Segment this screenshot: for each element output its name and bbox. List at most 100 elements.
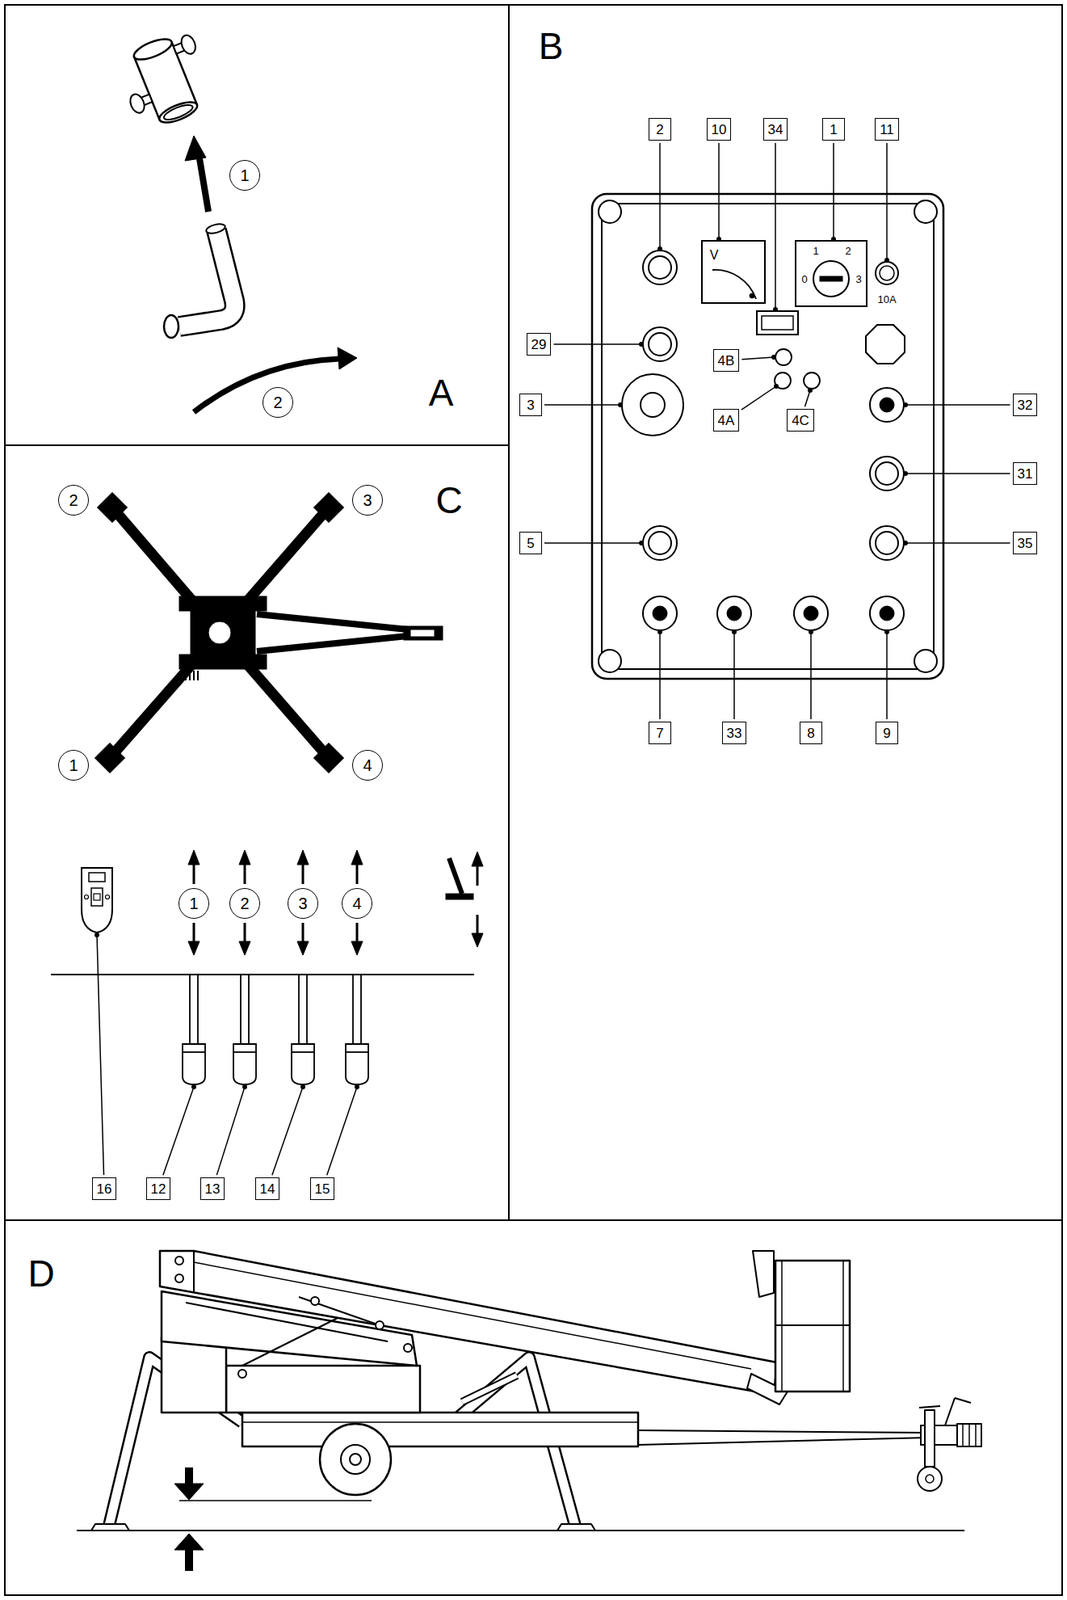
leader-dot bbox=[638, 540, 644, 546]
panel-marking: V bbox=[709, 248, 719, 262]
callout-box: 10 bbox=[706, 117, 732, 141]
circled-number-text: 2 bbox=[239, 894, 249, 912]
callout-box: 5 bbox=[519, 531, 542, 555]
figure-panel: A 1 2 bbox=[4, 4, 510, 446]
circled-number-text: 1 bbox=[68, 756, 78, 773]
leader-dot bbox=[716, 236, 722, 242]
leader-dot bbox=[657, 246, 663, 252]
circled-number: 4 bbox=[341, 887, 373, 919]
leader-line bbox=[553, 343, 642, 345]
callout-number: 8 bbox=[806, 726, 815, 740]
panel-letter: B bbox=[538, 27, 564, 65]
callout-box: 32 bbox=[1012, 393, 1038, 416]
leader-dot bbox=[638, 341, 644, 347]
leader-dot bbox=[731, 629, 737, 635]
callout-number: 35 bbox=[1017, 536, 1034, 551]
callout-box: 8 bbox=[799, 721, 823, 744]
callout-box: 1 bbox=[822, 117, 845, 141]
callout-number: 4C bbox=[791, 413, 810, 428]
callout-box: 13 bbox=[200, 1176, 226, 1200]
panel-marking: 10A bbox=[877, 294, 896, 305]
callout-box: 16 bbox=[92, 1176, 118, 1200]
circled-number: 1 bbox=[229, 159, 261, 191]
leader-line bbox=[832, 142, 835, 240]
circled-number: 4 bbox=[352, 749, 383, 781]
callout-box: 11 bbox=[874, 117, 899, 141]
leader-dot bbox=[807, 387, 813, 393]
callout-box: 7 bbox=[648, 721, 672, 744]
leader-dot bbox=[831, 236, 836, 242]
leader-line bbox=[216, 1086, 245, 1175]
circled-number-text: 3 bbox=[298, 894, 307, 912]
socket-and-crank bbox=[112, 27, 358, 412]
callout-box: 34 bbox=[763, 117, 789, 141]
leader-line bbox=[327, 1086, 358, 1175]
callout-number: 10 bbox=[711, 122, 727, 137]
callout-number: 16 bbox=[96, 1181, 113, 1196]
leader-dot bbox=[903, 540, 908, 546]
leader-dot bbox=[772, 306, 778, 312]
panel-letter: C bbox=[435, 481, 463, 519]
leader-dot bbox=[354, 1083, 360, 1089]
leader-line bbox=[96, 934, 105, 1175]
figure-panel: D bbox=[4, 1218, 1063, 1596]
panel-marking: 3 bbox=[855, 273, 862, 285]
leader-dot bbox=[191, 1083, 197, 1089]
callout-number: 34 bbox=[768, 122, 784, 137]
leader-line bbox=[905, 403, 1011, 406]
leader-line bbox=[544, 541, 642, 544]
leader-line bbox=[774, 142, 777, 310]
leader-line bbox=[163, 1086, 194, 1175]
callout-number: 15 bbox=[315, 1181, 331, 1196]
leader-dot bbox=[657, 629, 663, 635]
leader-dot bbox=[242, 1083, 248, 1089]
leader-line bbox=[544, 403, 621, 406]
control-panel bbox=[592, 193, 944, 679]
leader-dot bbox=[903, 402, 908, 408]
leader-line bbox=[741, 357, 774, 360]
callout-box: 4B bbox=[713, 348, 740, 372]
callout-box: 9 bbox=[875, 721, 899, 744]
leader-dot bbox=[808, 629, 814, 635]
circled-number: 2 bbox=[229, 887, 261, 919]
circled-number: 2 bbox=[58, 484, 89, 516]
callout-number: 31 bbox=[1017, 466, 1034, 481]
callout-box: 31 bbox=[1012, 462, 1038, 485]
callout-box: 33 bbox=[722, 721, 748, 744]
callout-box: 15 bbox=[310, 1176, 336, 1200]
panel-letter: A bbox=[428, 373, 454, 412]
leader-dot bbox=[884, 257, 890, 263]
circled-number: 3 bbox=[352, 484, 383, 516]
callout-number: 14 bbox=[260, 1181, 276, 1196]
figure-panel: C231412341612131415 bbox=[4, 444, 510, 1221]
panel-letter: D bbox=[27, 1254, 55, 1292]
circled-number: 2 bbox=[262, 386, 294, 418]
circled-number: 3 bbox=[287, 887, 319, 919]
leader-line bbox=[886, 631, 888, 719]
callout-number: 13 bbox=[205, 1181, 221, 1196]
callout-number: 33 bbox=[726, 726, 743, 740]
leader-line bbox=[718, 142, 720, 240]
callout-number: 29 bbox=[531, 337, 547, 352]
leader-line bbox=[272, 1086, 303, 1175]
circled-number-text: 1 bbox=[239, 167, 249, 184]
callout-box: 35 bbox=[1012, 531, 1038, 555]
circled-number-text: 4 bbox=[362, 756, 372, 773]
callout-box: 12 bbox=[146, 1176, 172, 1200]
leader-line bbox=[810, 631, 812, 719]
leader-dot bbox=[884, 629, 890, 635]
leader-line bbox=[905, 541, 1011, 544]
leader-line bbox=[733, 631, 736, 719]
panel-marking: 0 bbox=[801, 273, 807, 285]
outrigger-plan bbox=[95, 492, 443, 773]
panel-marking: 2 bbox=[844, 245, 851, 257]
callout-number: 7 bbox=[655, 726, 664, 740]
leader-dot bbox=[617, 402, 623, 408]
circled-number: 1 bbox=[58, 749, 89, 781]
callout-box: 14 bbox=[255, 1176, 281, 1200]
callout-box: 4C bbox=[786, 408, 815, 432]
circled-number-text: 3 bbox=[362, 491, 372, 509]
circled-number-text: 4 bbox=[352, 894, 362, 912]
